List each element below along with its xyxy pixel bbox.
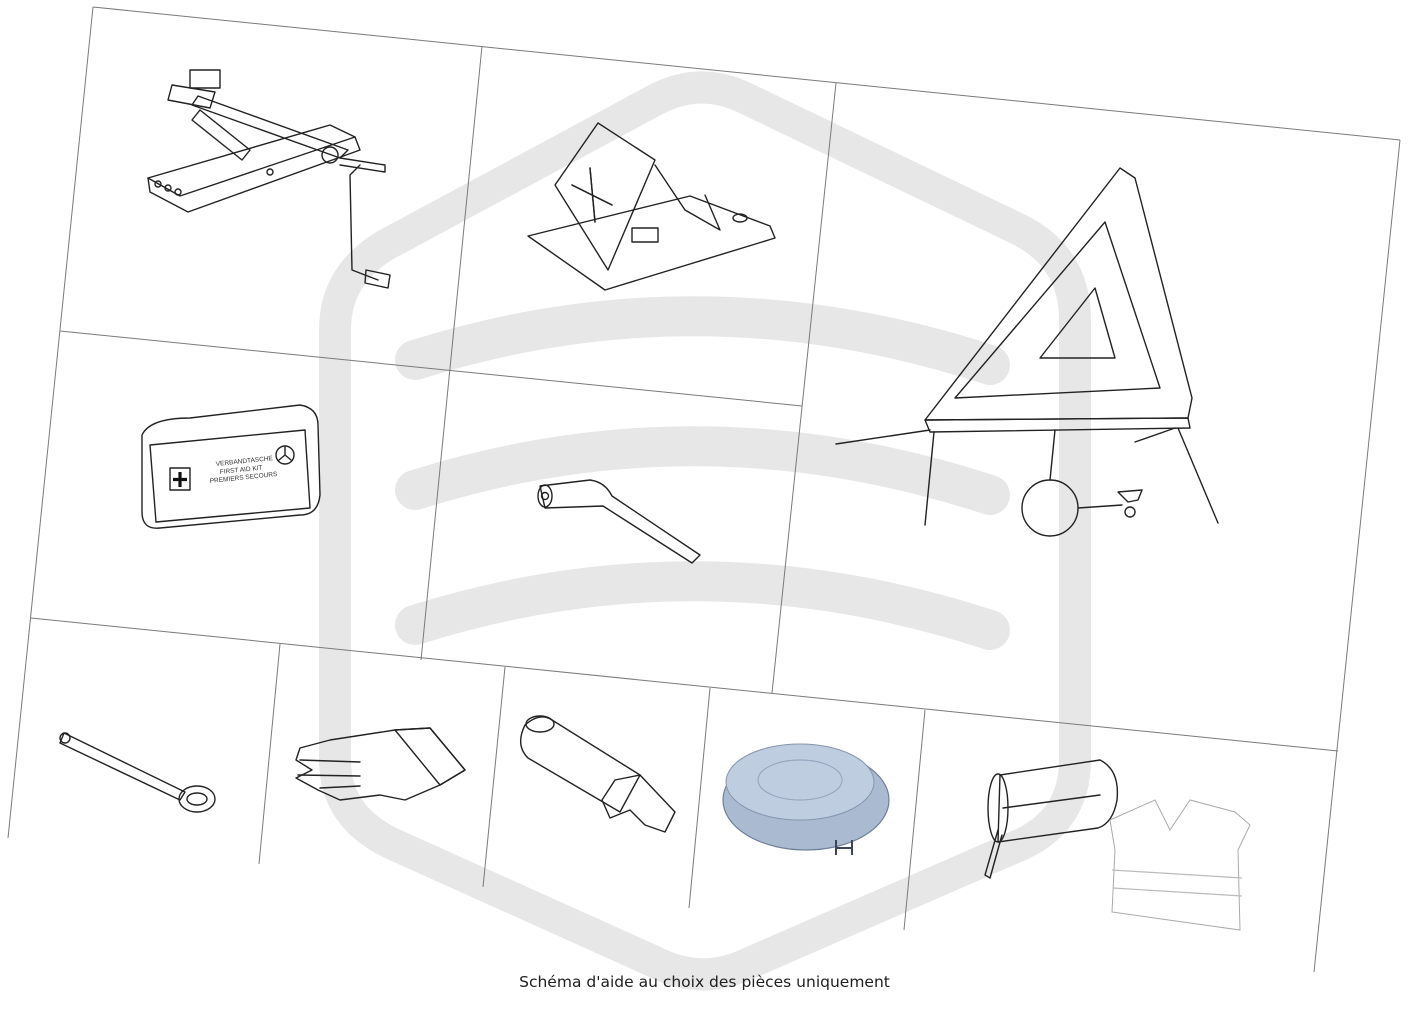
work-gloves xyxy=(295,727,466,801)
car-jack xyxy=(147,69,391,289)
towing-eye xyxy=(59,732,216,813)
wheel-bolt-adapter xyxy=(520,715,676,833)
warning-triangle-pouch xyxy=(984,759,1119,879)
wheel-chock xyxy=(527,122,776,291)
diagram-caption: Schéma d'aide au choix des pièces unique… xyxy=(519,973,890,991)
first-aid-kit-label-2: FIRST AID KIT xyxy=(219,465,262,476)
first-aid-kit: VERBANDTASCHE FIRST AID KIT PREMIERS SEC… xyxy=(141,404,321,529)
warning-triangle xyxy=(835,167,1219,537)
safety-vest xyxy=(1109,799,1251,931)
wheel-wrench xyxy=(537,479,701,564)
watermark-logo xyxy=(319,71,1091,991)
panel-grid xyxy=(7,6,1401,973)
spare-wheel-cover xyxy=(722,743,890,855)
